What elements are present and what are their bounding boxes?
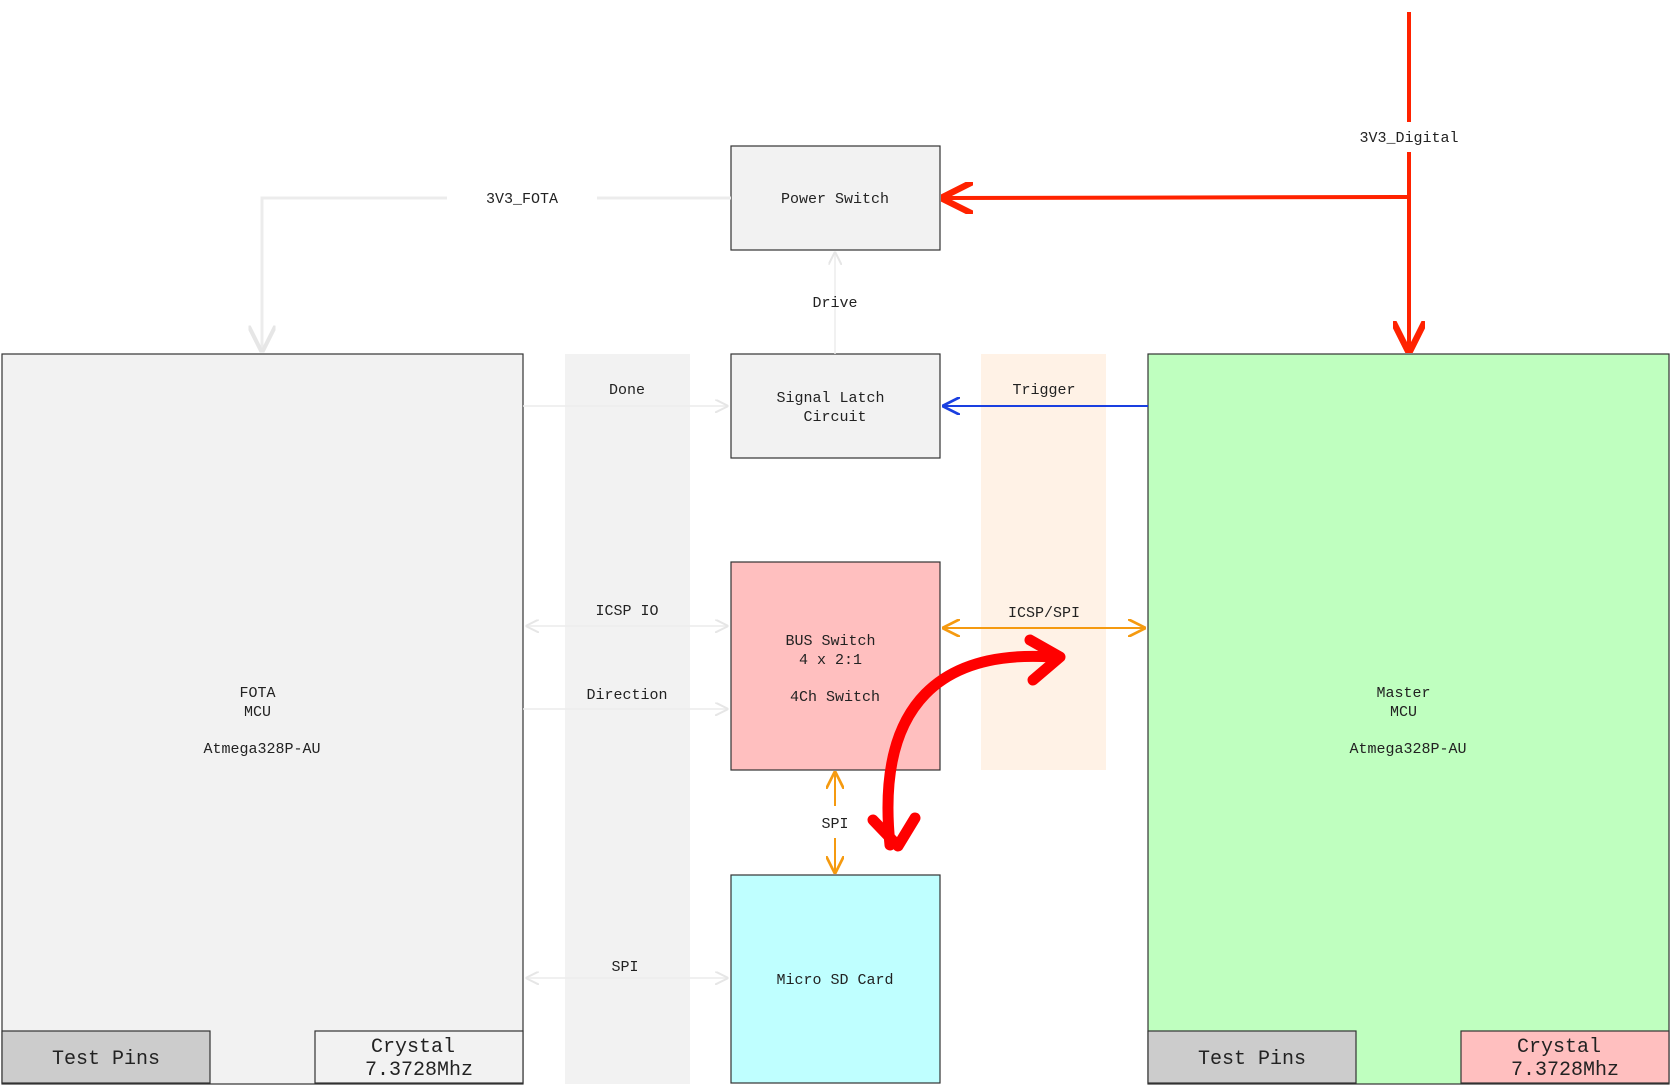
v3-digital-label: 3V3_Digital: [1359, 130, 1458, 147]
direction-label: Direction: [586, 687, 667, 704]
master-mcu-block: [1147, 353, 1670, 1085]
fota-mcu-label: FOTA MCU Atmega328P-AU: [203, 685, 320, 758]
master-bus-band: [981, 354, 1106, 770]
master-crystal-label: Crystal 7.3728Mhz: [1511, 1036, 1619, 1082]
signal-latch-label: Signal Latch Circuit: [776, 390, 893, 426]
done-label: Done: [609, 382, 645, 399]
fota-crystal-label: Crystal 7.3728Mhz: [365, 1036, 473, 1082]
fota-bus-band: [565, 354, 690, 1084]
master-mcu-label: Master MCU Atmega328P-AU: [1349, 685, 1466, 758]
power-switch-label: Power Switch: [781, 191, 889, 208]
v3-fota-line-left: [262, 196, 447, 350]
fota-crystal-block: [314, 1030, 524, 1084]
highlight-arrowhead-bottom: [867, 812, 921, 852]
spi-fota-label: SPI: [611, 959, 638, 976]
highlight-arrowhead-top: [1024, 634, 1066, 686]
fota-test-pins-label: Test Pins: [52, 1048, 160, 1071]
bus-switch-label: BUS Switch 4 x 2:1 4Ch Switch: [785, 633, 884, 706]
micro-sd-block: [730, 874, 941, 1084]
master-test-pins-block: [1147, 1030, 1357, 1084]
fota-test-pins-block: [1, 1030, 211, 1084]
trigger-label: Trigger: [1012, 382, 1075, 399]
fota-mcu-block: [1, 353, 524, 1085]
icsp-spi-label: ICSP/SPI: [1008, 605, 1080, 622]
highlight-curve-arrow: [882, 650, 1058, 851]
master-test-pins-label: Test Pins: [1198, 1048, 1306, 1071]
master-crystal-block: [1460, 1030, 1670, 1084]
icsp-io-label: ICSP IO: [595, 603, 658, 620]
micro-sd-label: Micro SD Card: [776, 972, 893, 989]
power-switch-block: [730, 145, 941, 251]
v3-digital-to-power-switch: [944, 197, 1410, 198]
spi-sd-label: SPI: [821, 816, 848, 833]
signal-latch-block: [730, 353, 941, 459]
drive-label: Drive: [812, 295, 857, 312]
v3-fota-label: 3V3_FOTA: [486, 191, 558, 208]
